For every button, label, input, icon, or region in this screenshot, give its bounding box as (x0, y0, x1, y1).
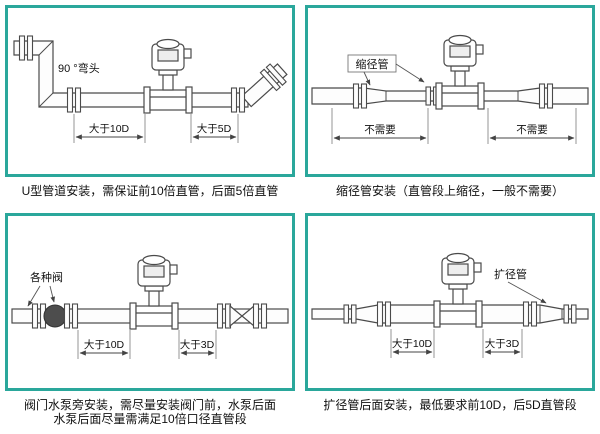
dim-upstream-label: 大于10D (84, 338, 125, 351)
flowmeter-icon (143, 38, 193, 114)
caption-line: 水泵后面尽量需满足10倍口径直管段 (53, 412, 247, 426)
outlet-elbow-pipe (240, 63, 288, 108)
diagram-valve-pump: 各种阀 大于10D 大于3D (11, 254, 289, 359)
dim-downstream: 大于3D (178, 330, 217, 359)
dim-upstream: 大于10D (77, 330, 131, 359)
caption-valve-pump: 阀门水泵旁安装，需尽量安装阀门前，水泵后面 水泵后面尽量需满足10倍口径直管段 (5, 391, 295, 429)
caption-expander: 扩径管后面安装，最低要求前10D，后5D直管段 (305, 391, 595, 429)
callout-valves-label: 各种阀 (30, 270, 63, 284)
elbow-joint-line (38, 40, 54, 56)
flowmeter-icon (433, 252, 483, 328)
caption-line: U型管道安装，需保证前10倍直管，后面5倍直管 (21, 184, 279, 198)
dim-downstream-label: 不需要 (516, 124, 548, 136)
ball-valve-icon (43, 304, 67, 328)
dim-downstream: 大于5D (190, 114, 239, 143)
section-valve-pump: 各种阀 大于10D 大于3D (5, 213, 295, 429)
dim-upstream: 大于10D (390, 329, 435, 358)
elbow-joint-line (38, 92, 54, 108)
dim-upstream-label: 大于10D (89, 122, 130, 135)
diagram-expander: 扩径管 大于10D 大于3D (311, 252, 589, 358)
panel-reducer: 缩径管 不需要 不需要 (305, 5, 595, 177)
diagram-u-type: 90 °弯头 大于10D 大于5D (13, 35, 288, 143)
dim-downstream-label: 大于3D (485, 337, 520, 350)
flowmeter-icon (129, 254, 179, 330)
dim-downstream-label: 大于3D (180, 338, 215, 351)
flowmeter-icon (435, 34, 485, 110)
section-reducer: 缩径管 不需要 不需要 缩径管安装（直管段上缩径 (305, 5, 595, 213)
callout-reducer-label: 缩径管 (356, 57, 389, 71)
section-expander: 扩径管 大于10D 大于3D (305, 213, 595, 429)
caption-line: 扩径管后面安装，最低要求前10D，后5D直管段 (323, 398, 577, 412)
dim-upstream: 不需要 (331, 108, 429, 144)
panel-valve-pump: 各种阀 大于10D 大于3D (5, 213, 295, 391)
dim-downstream-label: 大于5D (197, 122, 232, 135)
panel-u-type: 90 °弯头 大于10D 大于5D (5, 5, 295, 177)
dim-upstream: 大于10D (73, 114, 146, 143)
caption-u-type: U型管道安装，需保证前10倍直管，后面5倍直管 (5, 177, 295, 213)
callout-elbow-label: 90 °弯头 (58, 61, 100, 75)
dim-upstream-label: 不需要 (364, 124, 396, 136)
dim-upstream-label: 大于10D (392, 337, 433, 350)
callout-expander-label: 扩径管 (494, 267, 527, 281)
callout-reducer: 缩径管 (347, 54, 425, 86)
panel-expander: 扩径管 大于10D 大于3D (305, 213, 595, 391)
caption-line: 缩径管安装（直管段上缩径，一般不需要） (335, 184, 564, 198)
diagram-reducer: 缩径管 不需要 不需要 (311, 34, 589, 144)
dim-downstream: 大于3D (482, 329, 523, 358)
caption-reducer: 缩径管安装（直管段上缩径，一般不需要） (305, 177, 595, 213)
dim-downstream: 不需要 (487, 108, 577, 144)
caption-line: 阀门水泵旁安装，需尽量安装阀门前，水泵后面 (23, 398, 276, 412)
section-u-type: 90 °弯头 大于10D 大于5D U型管道安装，需保证前10倍直管，后面5倍直… (5, 5, 295, 213)
